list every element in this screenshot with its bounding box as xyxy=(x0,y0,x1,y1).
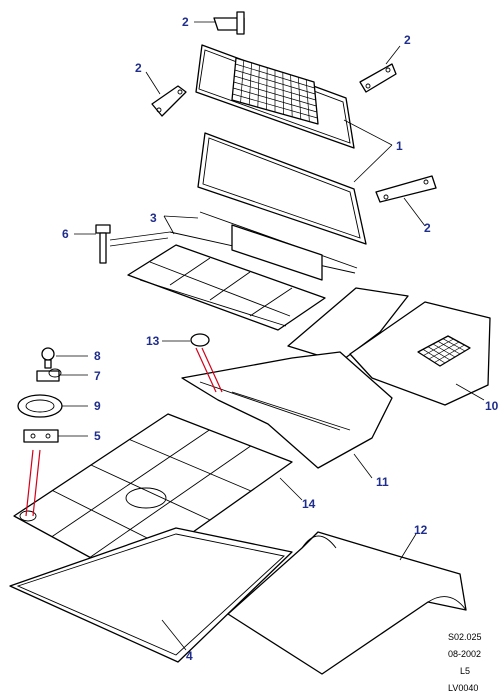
bracket-right-lower xyxy=(375,175,437,203)
callout-12: 12 xyxy=(414,523,428,537)
callout-2-right-upper: 2 xyxy=(404,33,411,47)
partition-panel-upper xyxy=(195,44,355,149)
load-floor-board xyxy=(9,527,293,663)
leader-lines xyxy=(56,21,485,651)
mesh-window xyxy=(231,57,319,125)
callout-4: 4 xyxy=(186,649,193,663)
rear-floor-carpet xyxy=(227,531,467,675)
reference-block: S02.025 08-2002 L5 LV0040 xyxy=(448,632,482,693)
heel-pad xyxy=(417,335,471,367)
bracket-right-upper xyxy=(359,63,397,93)
callout-3: 3 xyxy=(150,211,157,225)
callout-8: 8 xyxy=(94,349,101,363)
drawing-date: 08-2002 xyxy=(448,649,481,659)
drawing-level: L5 xyxy=(460,666,470,676)
drawing-ref: LV0040 xyxy=(448,683,478,693)
callout-9: 9 xyxy=(94,399,101,413)
callout-11: 11 xyxy=(376,475,389,489)
callout-10: 10 xyxy=(485,399,499,413)
bracket-left xyxy=(151,85,187,117)
bracket-top xyxy=(213,11,245,35)
callout-2-top: 2 xyxy=(182,15,189,29)
callout-1: 1 xyxy=(396,139,403,153)
tie-down-loop xyxy=(36,368,62,382)
callout-5: 5 xyxy=(94,429,101,443)
recess-cup xyxy=(17,394,63,418)
callout-labels: 2 2 2 2 1 3 6 13 8 7 9 5 10 11 14 12 4 xyxy=(62,15,499,663)
callout-2-left: 2 xyxy=(135,61,142,75)
grommet xyxy=(190,333,210,347)
tunnel-carpet xyxy=(181,351,393,469)
callout-7: 7 xyxy=(94,369,101,383)
rubber-load-mat xyxy=(13,413,293,579)
callout-14: 14 xyxy=(302,497,316,511)
highlight-lines xyxy=(25,347,223,517)
callout-2-right-lower: 2 xyxy=(424,221,431,235)
screw-fitting xyxy=(41,347,55,369)
bolt xyxy=(95,224,111,264)
callout-13: 13 xyxy=(146,334,160,348)
retaining-clip xyxy=(23,429,59,443)
callout-6: 6 xyxy=(62,227,69,241)
front-floor-mat xyxy=(287,287,491,406)
cross-bar-frame xyxy=(127,211,358,331)
partition-panel-lower xyxy=(197,132,367,245)
drawing-code: S02.025 xyxy=(448,632,482,642)
